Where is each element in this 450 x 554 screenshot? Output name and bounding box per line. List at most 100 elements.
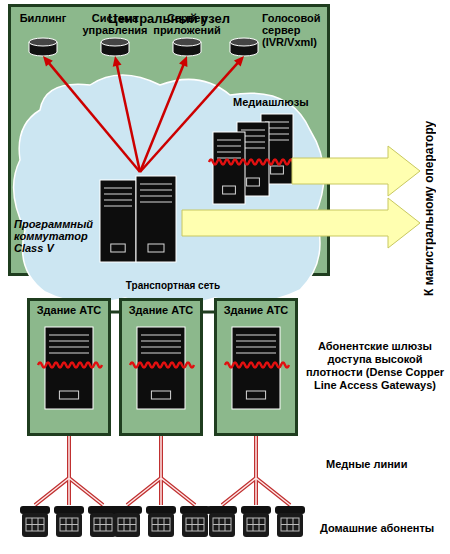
signal-wave (130, 363, 194, 368)
handset (112, 506, 142, 514)
server-slot (49, 353, 89, 354)
copper-label: Медные линии (326, 458, 438, 471)
media-gateway-icon (205, 96, 305, 206)
database-top (29, 38, 57, 46)
telephone (180, 506, 210, 537)
node-label: Биллинг (12, 12, 74, 24)
server-slot (104, 194, 132, 195)
handset (88, 506, 118, 514)
phone-body (22, 513, 48, 537)
database-top (230, 38, 258, 46)
telephone (207, 506, 237, 537)
trunk-label: К магистральному оператору (422, 108, 440, 308)
copper-wires (35, 436, 290, 505)
node-label: Голосовой сервер (IVR/Vxml) (262, 12, 328, 48)
exchange-building: Здание АТС (27, 298, 111, 436)
keypad-grid (281, 518, 299, 531)
copper-wire (35, 436, 290, 505)
server-slot (140, 202, 172, 203)
telephone (146, 506, 176, 537)
database: Биллинг (12, 12, 74, 56)
server-slot (236, 341, 276, 342)
server-slot (241, 130, 265, 131)
exchange-building: Здание АТС (119, 298, 203, 436)
phone-body (243, 513, 269, 537)
server-slot (217, 152, 241, 153)
server-slot (104, 200, 132, 201)
keypad (26, 518, 44, 531)
server-panel (223, 186, 236, 194)
keypad-grid (152, 518, 170, 531)
keypad (60, 518, 78, 531)
server-panel (148, 244, 164, 252)
keypad-grid (186, 518, 204, 531)
node-label: Здание АТС (217, 304, 295, 316)
handset (207, 506, 237, 514)
server-slot (217, 140, 241, 141)
network-link (203, 311, 214, 314)
server-slot (140, 190, 172, 191)
phone-body (90, 513, 116, 537)
central-node: Центральный узелБиллингСистема управлени… (8, 4, 330, 276)
handset (180, 506, 210, 514)
server-slot (49, 341, 89, 342)
telephone (241, 506, 271, 537)
server-panel (247, 178, 260, 186)
server-slot (140, 184, 172, 185)
signal-wave (225, 363, 289, 368)
server-slot (217, 146, 241, 147)
keypad-grid (26, 518, 44, 531)
node-label: Здание АТС (30, 304, 108, 316)
telephone (54, 506, 84, 537)
server-slot (217, 158, 241, 159)
phone-body (148, 513, 174, 537)
server-slot (236, 347, 276, 348)
telephone (88, 506, 118, 537)
access-gateway-icon (30, 301, 108, 433)
server-slot (141, 335, 181, 336)
database: Система управления (80, 12, 150, 56)
keypad (213, 518, 231, 531)
server-body (136, 176, 176, 262)
keypad (247, 518, 265, 531)
phone-body (114, 513, 140, 537)
signal-wave (209, 160, 297, 165)
node-label: Система управления (80, 12, 150, 36)
handset (20, 506, 50, 514)
server-slot (141, 353, 181, 354)
exchange-building: Здание АТС (214, 298, 298, 436)
keypad-grid (213, 518, 231, 531)
phone-body (56, 513, 82, 537)
cloud-shape (14, 75, 324, 305)
telephone (112, 506, 142, 537)
network-link (111, 311, 119, 314)
server-slot (236, 353, 276, 354)
keypad (281, 518, 299, 531)
server-slot (104, 206, 132, 207)
node-label: Здание АТС (122, 304, 200, 316)
telephone (275, 506, 305, 537)
gateway-callout: Абонентские шлюзы доступа высокой плотно… (304, 340, 446, 392)
server-slot (49, 335, 89, 336)
server-slot (140, 196, 172, 197)
server-slot (141, 341, 181, 342)
network-label: Транспортная сеть (118, 280, 228, 292)
keypad (118, 518, 136, 531)
keypad-grid (60, 518, 78, 531)
handset (54, 506, 84, 514)
keypad (94, 518, 112, 531)
server-panel (59, 391, 78, 399)
phone-body (209, 513, 235, 537)
server-panel (246, 391, 265, 399)
telephone (20, 506, 50, 537)
copper-wire-core (35, 436, 290, 505)
keypad (186, 518, 204, 531)
server-panel (151, 391, 170, 399)
access-gateway-icon (122, 301, 200, 433)
database-top (173, 38, 201, 46)
keypad-grid (247, 518, 265, 531)
signal-wave (38, 363, 102, 368)
node-label: Сервер приложений (152, 12, 222, 36)
server-slot (49, 347, 89, 348)
server-body (100, 180, 136, 262)
